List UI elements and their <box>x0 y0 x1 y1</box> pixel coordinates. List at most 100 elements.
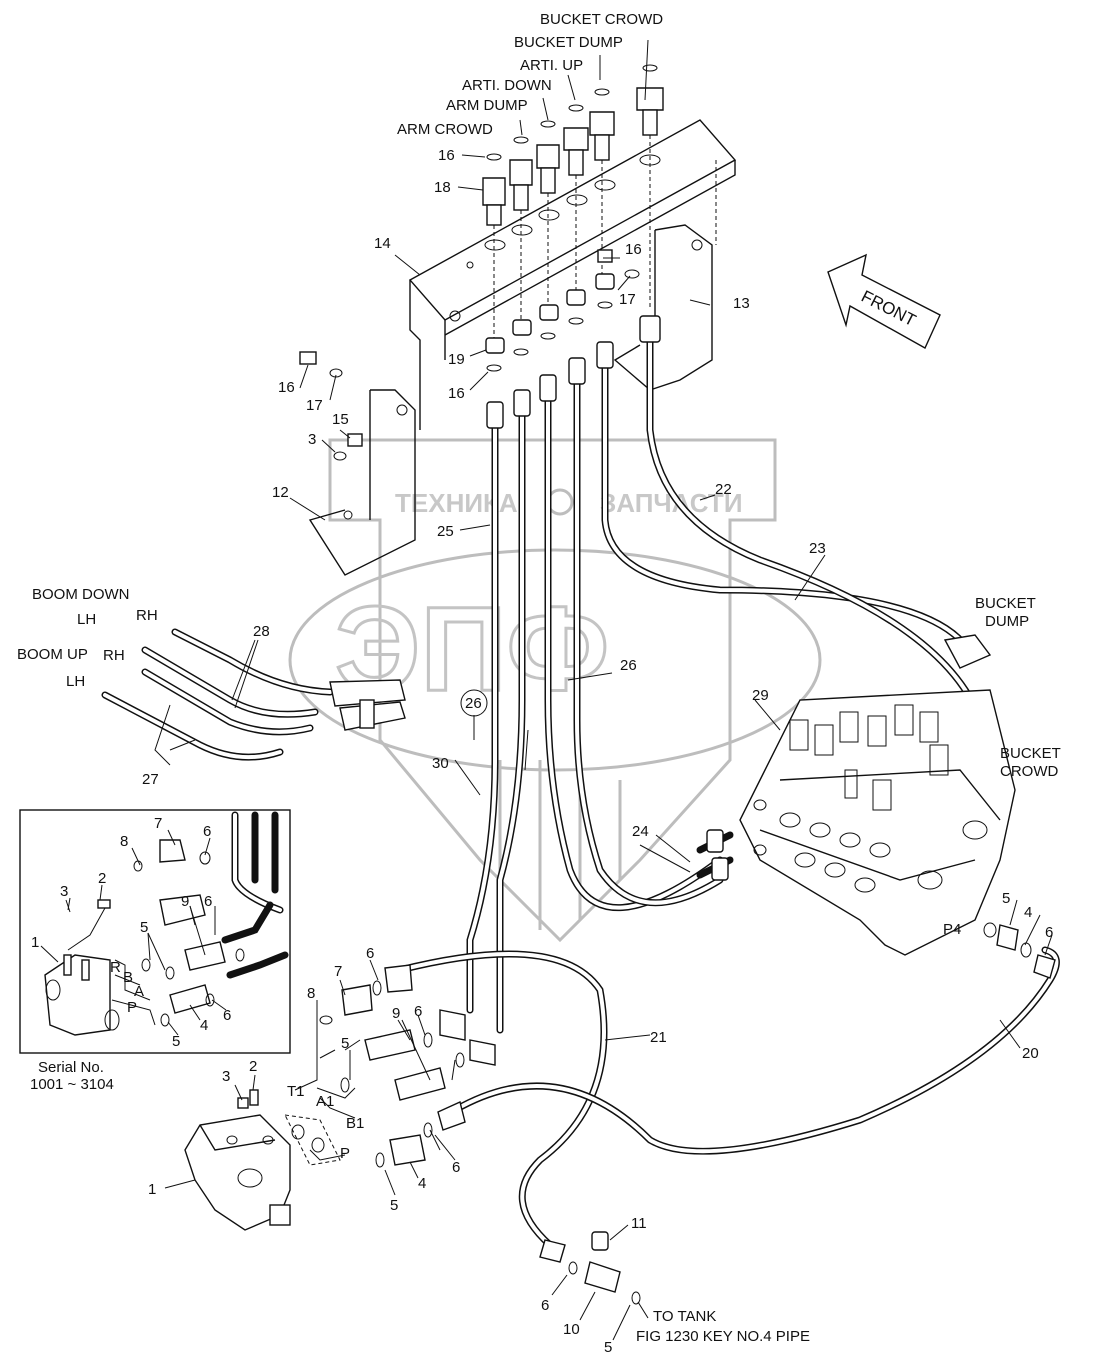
callout: 2 <box>249 1058 257 1075</box>
label-rh-2: RH <box>103 647 125 664</box>
port-p-main: P <box>340 1145 350 1162</box>
callout: 29 <box>752 687 769 704</box>
callout: 6 <box>203 823 211 840</box>
label-bucket-crowd-top: BUCKET CROWD <box>540 11 663 28</box>
label-bucket-dump-right-2: DUMP <box>985 613 1029 630</box>
callout: 3 <box>222 1068 230 1085</box>
callout: 5 <box>140 919 148 936</box>
callout: 10 <box>563 1321 580 1338</box>
label-arm-crowd: ARM CROWD <box>397 121 493 138</box>
label-to-tank-1: TO TANK <box>653 1308 716 1325</box>
leader-lines <box>40 39 1053 1341</box>
callout: 7 <box>154 815 162 832</box>
callout: 6 <box>366 945 374 962</box>
port-b: B <box>123 969 133 986</box>
support-bracket-12 <box>308 389 416 576</box>
lower-fittings <box>299 249 640 461</box>
callout: 6 <box>1045 924 1053 941</box>
callout: 15 <box>332 411 349 428</box>
callout: 28 <box>253 623 270 640</box>
callout: 6 <box>414 1003 422 1020</box>
p4-fittings <box>983 922 1056 979</box>
lower-hoses <box>396 831 1060 1249</box>
callout: 16 <box>625 241 642 258</box>
inset-serial: Serial No. 1001 ~ 3104 <box>30 1059 114 1093</box>
port-t1: T1 <box>287 1083 305 1100</box>
callout: 16 <box>438 147 455 164</box>
callout: 8 <box>307 985 315 1002</box>
callout: 14 <box>374 235 391 252</box>
callout: 21 <box>650 1029 667 1046</box>
main-control-valve <box>706 689 1016 956</box>
callout: 23 <box>809 540 826 557</box>
label-bucket-dump-right-1: BUCKET <box>975 595 1036 612</box>
watermark-gear-icon <box>546 488 574 516</box>
port-a: A <box>134 983 144 1000</box>
callout: 5 <box>1002 890 1010 907</box>
watermark-left-word: ТЕХНИКА <box>395 488 518 518</box>
callout: 6 <box>204 893 212 910</box>
callout: 6 <box>223 1007 231 1024</box>
front-direction-arrow: FRONT <box>827 253 941 349</box>
tank-tee-fittings <box>539 1231 641 1305</box>
label-lh-2: LH <box>66 673 85 690</box>
callout: 4 <box>1024 904 1032 921</box>
callout: 9 <box>181 893 189 910</box>
callout: 5 <box>341 1035 349 1052</box>
serial-line-1: Serial No. <box>38 1059 104 1076</box>
callout: 6 <box>541 1297 549 1314</box>
callout: 17 <box>306 397 323 414</box>
pilot-valve <box>184 1089 341 1231</box>
callout: 4 <box>418 1175 426 1192</box>
callout: 11 <box>631 1215 647 1232</box>
callout: 19 <box>448 351 465 368</box>
manifold-bracket <box>408 119 737 430</box>
function-labels: BUCKET CROWD BUCKET DUMP ARTI. UP ARTI. … <box>17 11 1061 1345</box>
label-to-tank-2: FIG 1230 KEY NO.4 PIPE <box>636 1328 810 1345</box>
callout: 18 <box>434 179 451 196</box>
label-bucket-crowd-right-1: BUCKET <box>1000 745 1061 762</box>
callout: 17 <box>619 291 636 308</box>
callout: 7 <box>334 963 342 980</box>
callout: 3 <box>60 883 68 900</box>
callout: 25 <box>437 523 454 540</box>
callout: 24 <box>632 823 649 840</box>
port-r: R <box>110 959 121 976</box>
callout: 22 <box>715 481 732 498</box>
port-labels: P4 R B A P T1 A1 B1 P <box>110 921 961 1162</box>
port-a1: A1 <box>316 1093 334 1110</box>
label-lh-1: LH <box>77 611 96 628</box>
label-bucket-dump-top: BUCKET DUMP <box>514 34 623 51</box>
callout: 16 <box>278 379 295 396</box>
serial-inset-box <box>19 809 291 1054</box>
callout: 4 <box>200 1017 208 1034</box>
label-rh-1: RH <box>136 607 158 624</box>
callout: 26 <box>465 695 482 712</box>
callout: 5 <box>604 1339 612 1356</box>
label-arti-up: ARTI. UP <box>520 57 583 74</box>
callout: 27 <box>142 771 159 788</box>
callout: 26 <box>620 657 637 674</box>
assembly-centerlines <box>493 135 717 340</box>
callout: 5 <box>390 1197 398 1214</box>
callout: 16 <box>448 385 465 402</box>
callout: 20 <box>1022 1045 1039 1062</box>
callout: 5 <box>172 1033 180 1050</box>
pilot-connectors <box>319 964 496 1168</box>
port-b1: B1 <box>346 1115 364 1132</box>
serial-line-2: 1001 ~ 3104 <box>30 1076 114 1093</box>
callout: 12 <box>272 484 289 501</box>
callout-numbers: 16 18 14 16 17 13 19 16 16 17 15 3 12 25… <box>31 147 1053 1356</box>
label-arm-dump: ARM DUMP <box>446 97 528 114</box>
callout-circle <box>460 689 488 717</box>
callout: 30 <box>432 755 449 772</box>
callout: 2 <box>98 870 106 887</box>
boom-hoses <box>101 628 406 761</box>
port-p-inset: P <box>127 999 137 1016</box>
label-bucket-crowd-right-2: CROWD <box>1000 763 1058 780</box>
label-boom-down: BOOM DOWN <box>32 586 130 603</box>
port-p4: P4 <box>943 921 961 938</box>
callout: 6 <box>452 1159 460 1176</box>
label-arti-down: ARTI. DOWN <box>462 77 552 94</box>
